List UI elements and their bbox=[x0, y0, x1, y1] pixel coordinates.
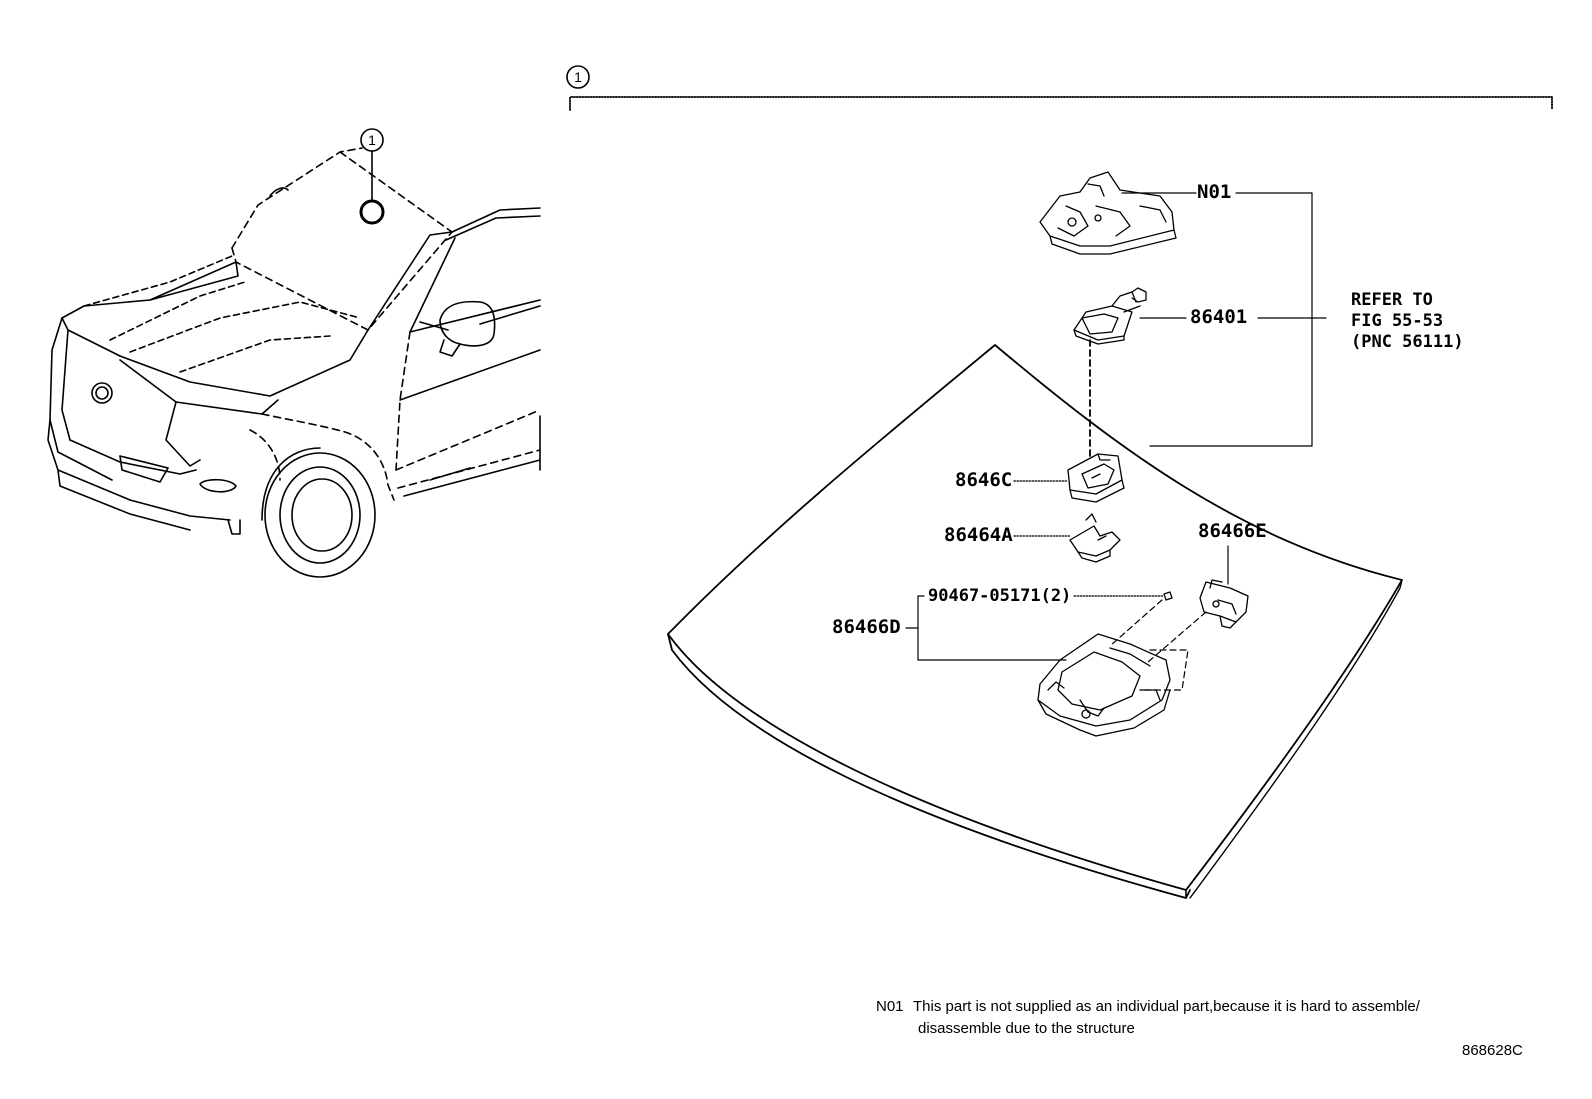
vehicle-illustration bbox=[47, 147, 541, 578]
small-clip-90467 bbox=[1163, 591, 1173, 601]
bracket-8646c bbox=[1067, 453, 1125, 503]
footnote-line-2: disassemble due to the structure bbox=[918, 1020, 1135, 1037]
part-label-90467-05171[interactable]: 90467-05171(2) bbox=[928, 586, 1072, 606]
refer-line-2: FIG 55-53 bbox=[1351, 311, 1444, 331]
figure-id: 868628C bbox=[1462, 1042, 1523, 1059]
part-label-86464a[interactable]: 86464A bbox=[944, 524, 1013, 546]
clip-86464a bbox=[1069, 513, 1121, 563]
camera-sensor-86401 bbox=[1073, 287, 1147, 345]
refer-line-1: REFER TO bbox=[1351, 290, 1433, 310]
footnote-code: N01 bbox=[876, 998, 904, 1015]
footnote-line-1: This part is not supplied as an individu… bbox=[913, 998, 1420, 1015]
cover-86466d bbox=[1037, 633, 1171, 737]
part-label-n01[interactable]: N01 bbox=[1197, 181, 1232, 203]
part-label-86466d[interactable]: 86466D bbox=[832, 616, 901, 638]
refer-to-figure[interactable]: REFER TO FIG 55-53 (PNC 56111) bbox=[1351, 290, 1464, 353]
vehicle-callout bbox=[359, 128, 385, 225]
group-bracket bbox=[566, 65, 1553, 111]
part-label-86401[interactable]: 86401 bbox=[1190, 306, 1248, 328]
n01-cover-part bbox=[1039, 171, 1177, 255]
part-label-86466e[interactable]: 86466E bbox=[1198, 520, 1267, 542]
vehicle-callout-number: 1 bbox=[368, 132, 376, 148]
group-callout-number: 1 bbox=[574, 69, 582, 85]
windshield-glass bbox=[667, 344, 1403, 899]
part-label-8646c[interactable]: 8646C bbox=[955, 469, 1013, 491]
refer-line-3: (PNC 56111) bbox=[1351, 332, 1464, 352]
clip-86466e bbox=[1199, 579, 1249, 629]
leader-lines bbox=[905, 192, 1327, 691]
